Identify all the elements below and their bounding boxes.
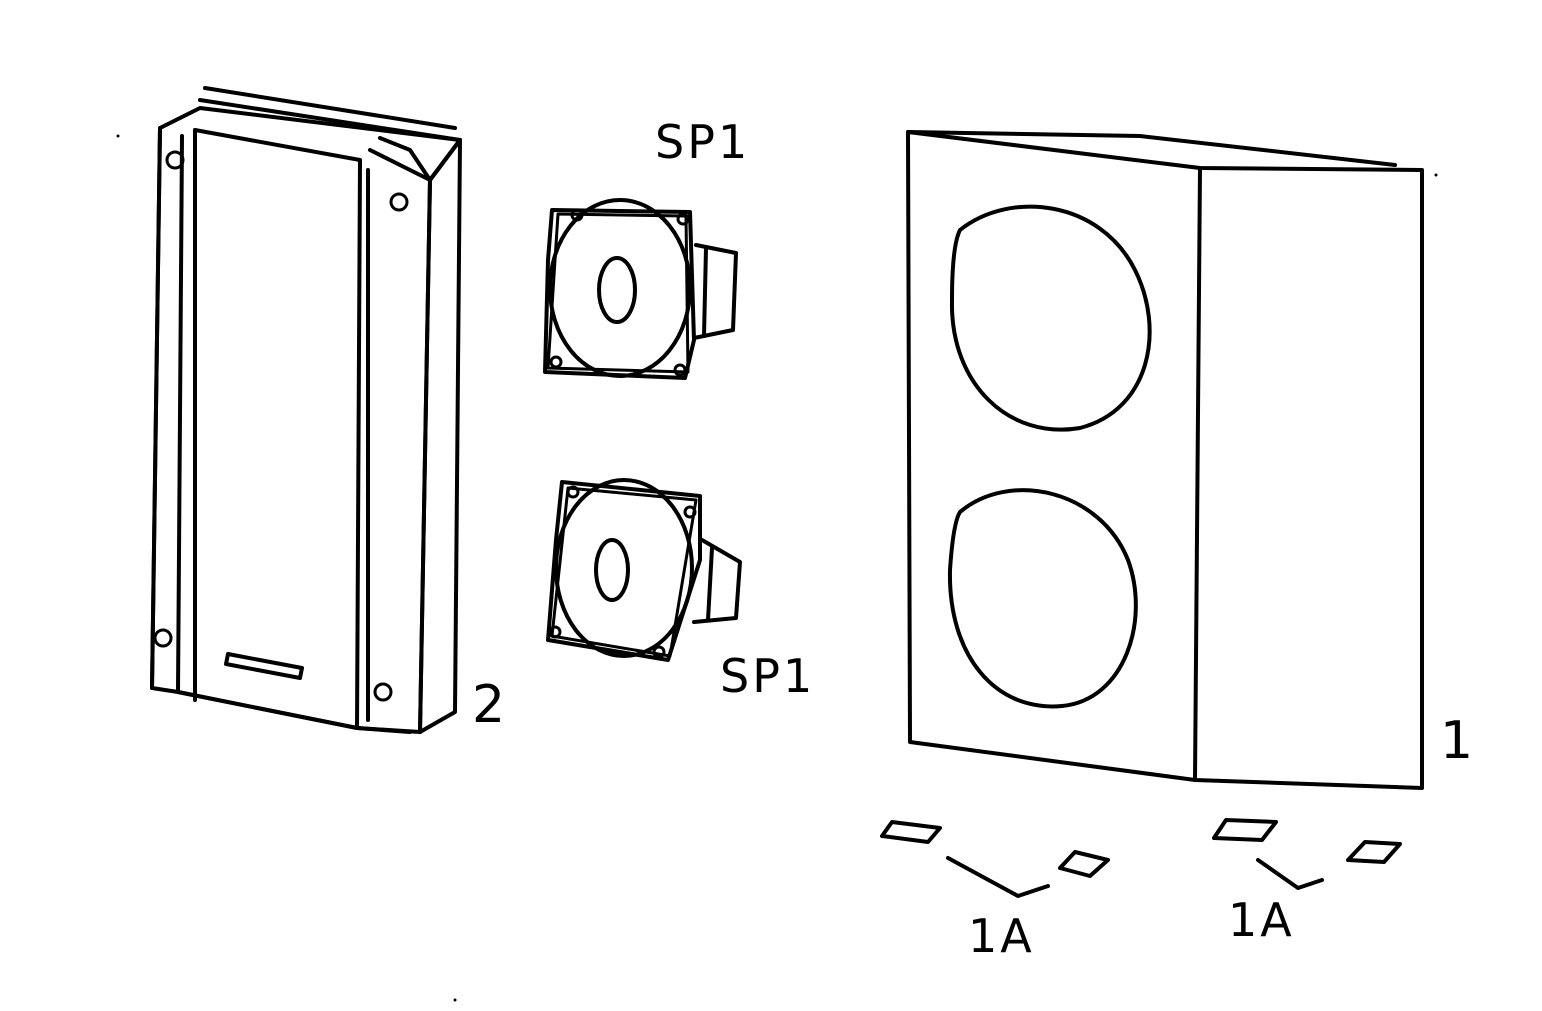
mount-hole [153, 628, 173, 648]
front-panel-1 [906, 130, 1424, 790]
speaker-bottom-ref-label: SP1 [720, 649, 815, 703]
housing-ref-label: 2 [472, 675, 505, 735]
speaker-cutout [949, 204, 1152, 432]
speck [453, 998, 457, 1002]
mount-hole [389, 192, 409, 212]
mount-hole [165, 150, 185, 170]
housing-2 [150, 86, 462, 734]
pad-group-right [1212, 818, 1402, 890]
speaker-top [543, 198, 738, 380]
speaker-bottom [546, 478, 742, 662]
pad-group-left-ref-label: 1A [968, 909, 1035, 963]
speck [116, 134, 120, 138]
pad-group-right-ref-label: 1A [1228, 893, 1295, 947]
front-panel-ref-label: 1 [1440, 711, 1473, 771]
speaker-cutout [947, 488, 1138, 709]
slot [224, 652, 304, 680]
speck [1434, 173, 1438, 177]
pad-group-left [880, 820, 1110, 898]
speaker-top-ref-label: SP1 [655, 115, 750, 169]
mount-hole [373, 682, 393, 702]
